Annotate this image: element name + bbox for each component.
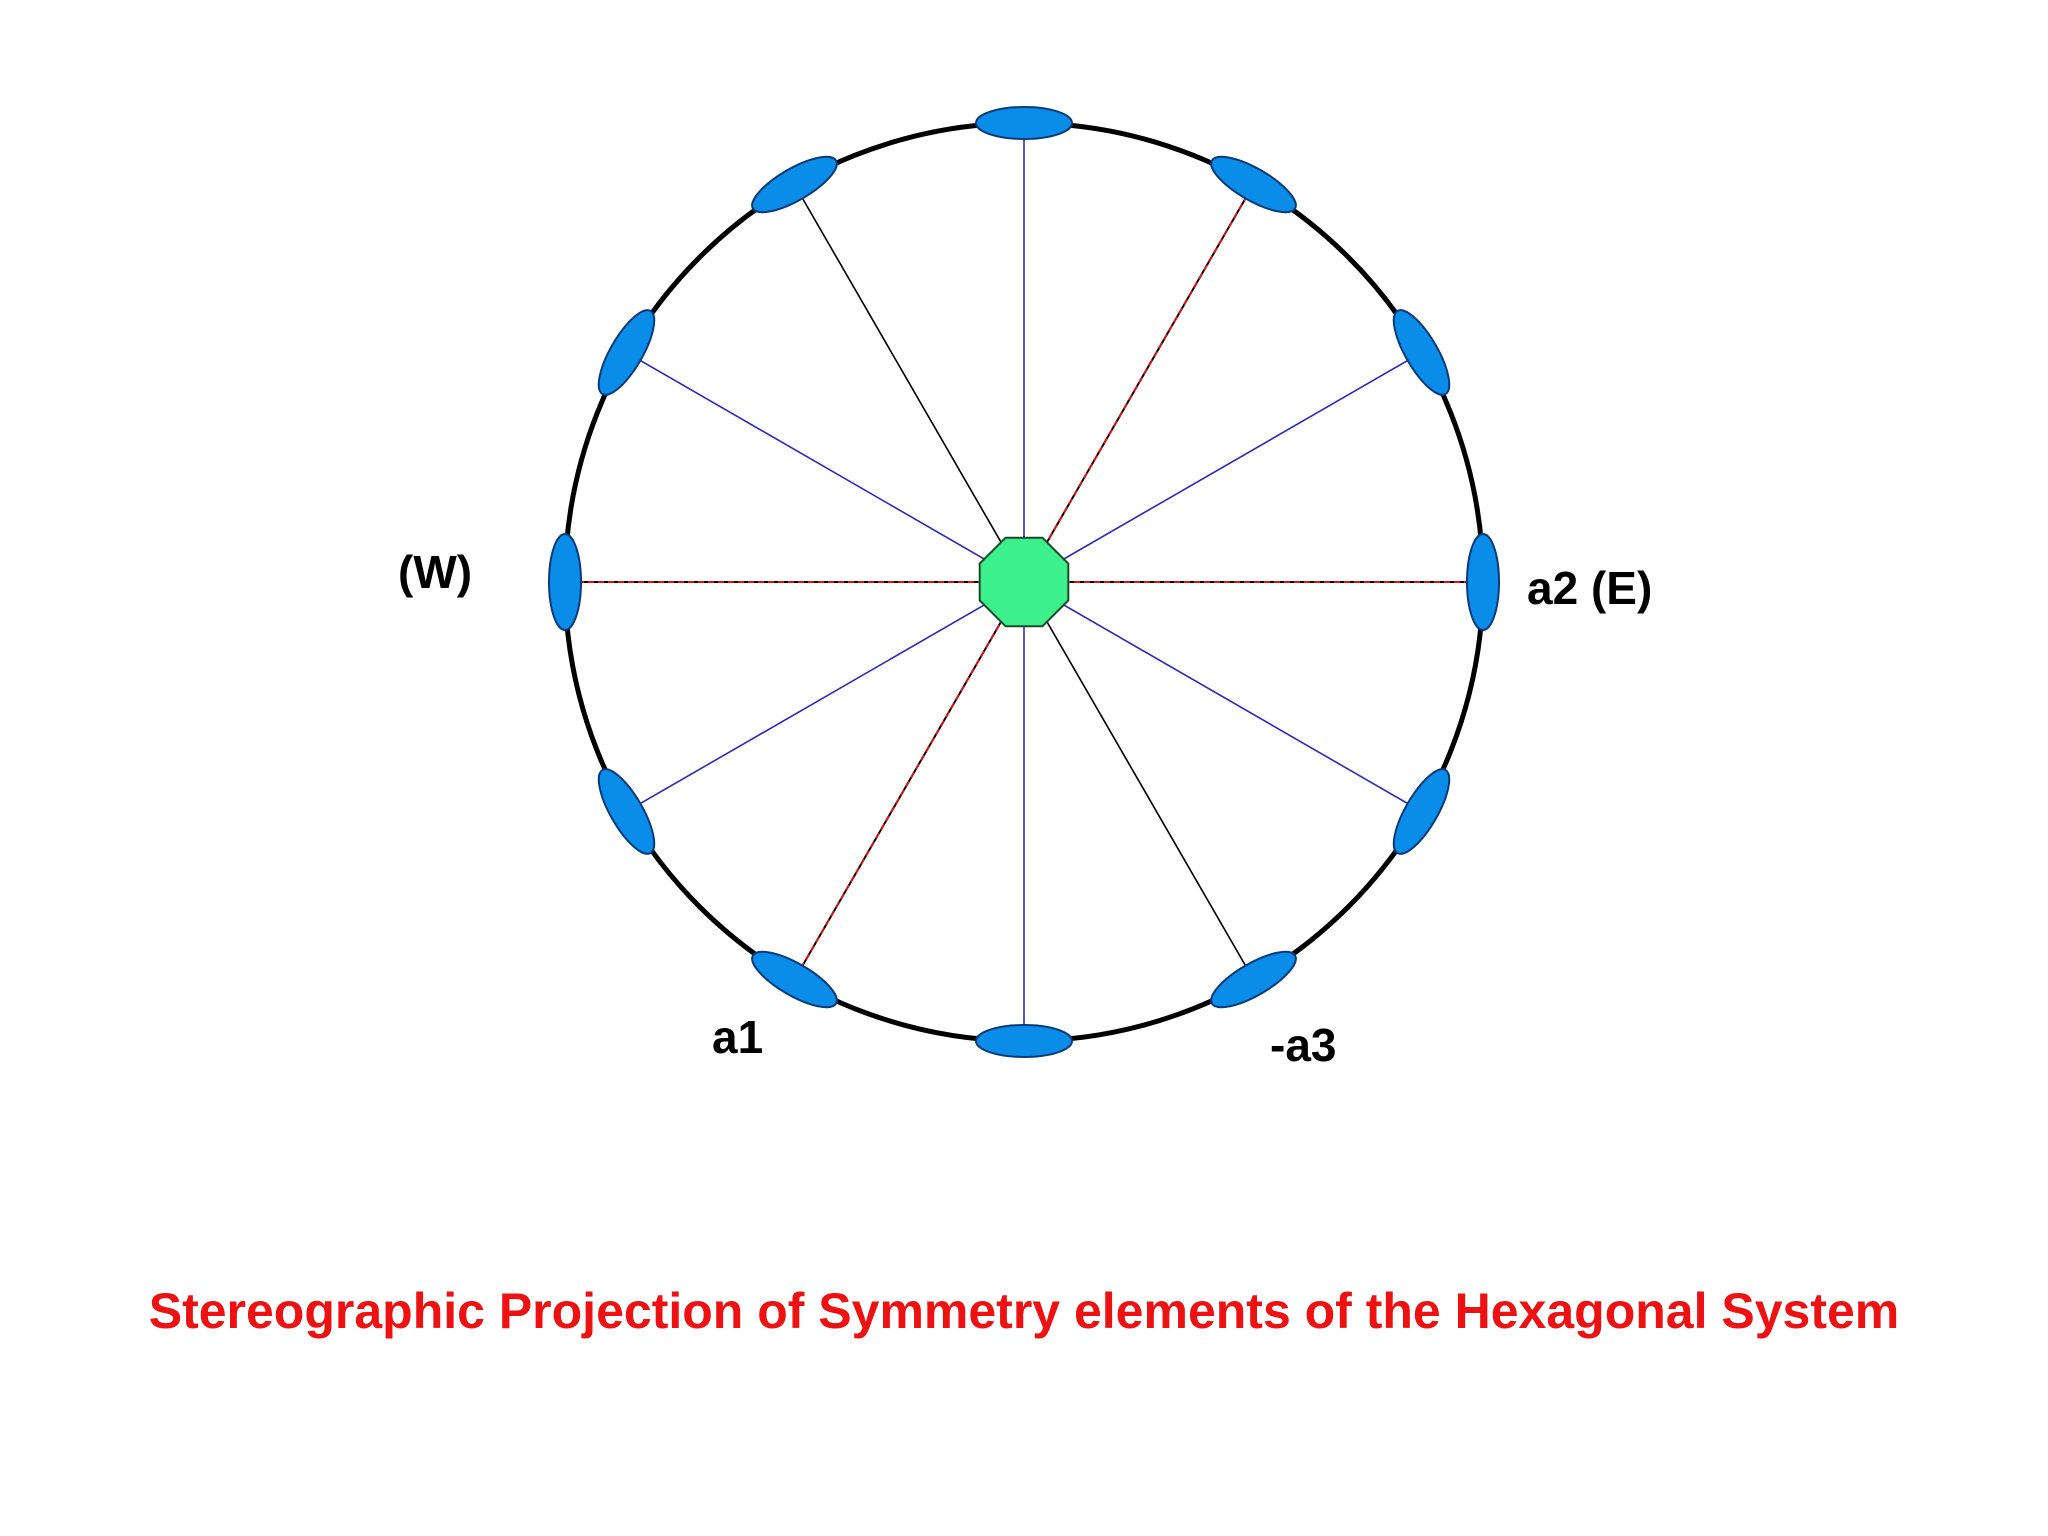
- mirror-line-dash: [1023, 183, 1255, 583]
- label-neg-a3: -a3: [1270, 1019, 1337, 1071]
- mirror-line: [793, 184, 1025, 583]
- twofold-axis-icon: [751, 155, 838, 214]
- mirror-line: [1023, 351, 1422, 583]
- twofold-axis-icon: [1466, 533, 1500, 631]
- twofold-axes: [548, 106, 1500, 1058]
- twofold-axis-icon: [751, 950, 838, 1009]
- twofold-axis-icon: [975, 106, 1073, 140]
- mirror-line-dash: [793, 581, 1025, 981]
- label-a2-east: a2 (E): [1527, 562, 1653, 614]
- label-a1: a1: [712, 1011, 764, 1063]
- label-west: (W): [398, 546, 473, 598]
- twofold-axis-icon: [1392, 768, 1451, 855]
- mirror-line: [1023, 581, 1422, 813]
- mirror-line: [1023, 581, 1255, 980]
- twofold-axis-icon: [597, 309, 656, 396]
- twofold-axis-icon: [975, 1024, 1073, 1058]
- twofold-axis-icon: [1392, 309, 1451, 396]
- twofold-axis-icon: [1210, 155, 1297, 214]
- mirror-line: [626, 581, 1025, 813]
- twofold-axis-icon: [597, 768, 656, 855]
- twofold-axis-icon: [1210, 950, 1297, 1009]
- twofold-axis-icon: [548, 533, 582, 631]
- mirror-line: [626, 351, 1025, 583]
- sixfold-axis-icon: [978, 536, 1070, 628]
- symmetry-lines: [565, 123, 1483, 1041]
- diagram-caption: Stereographic Projection of Symmetry ele…: [148, 1283, 1900, 1339]
